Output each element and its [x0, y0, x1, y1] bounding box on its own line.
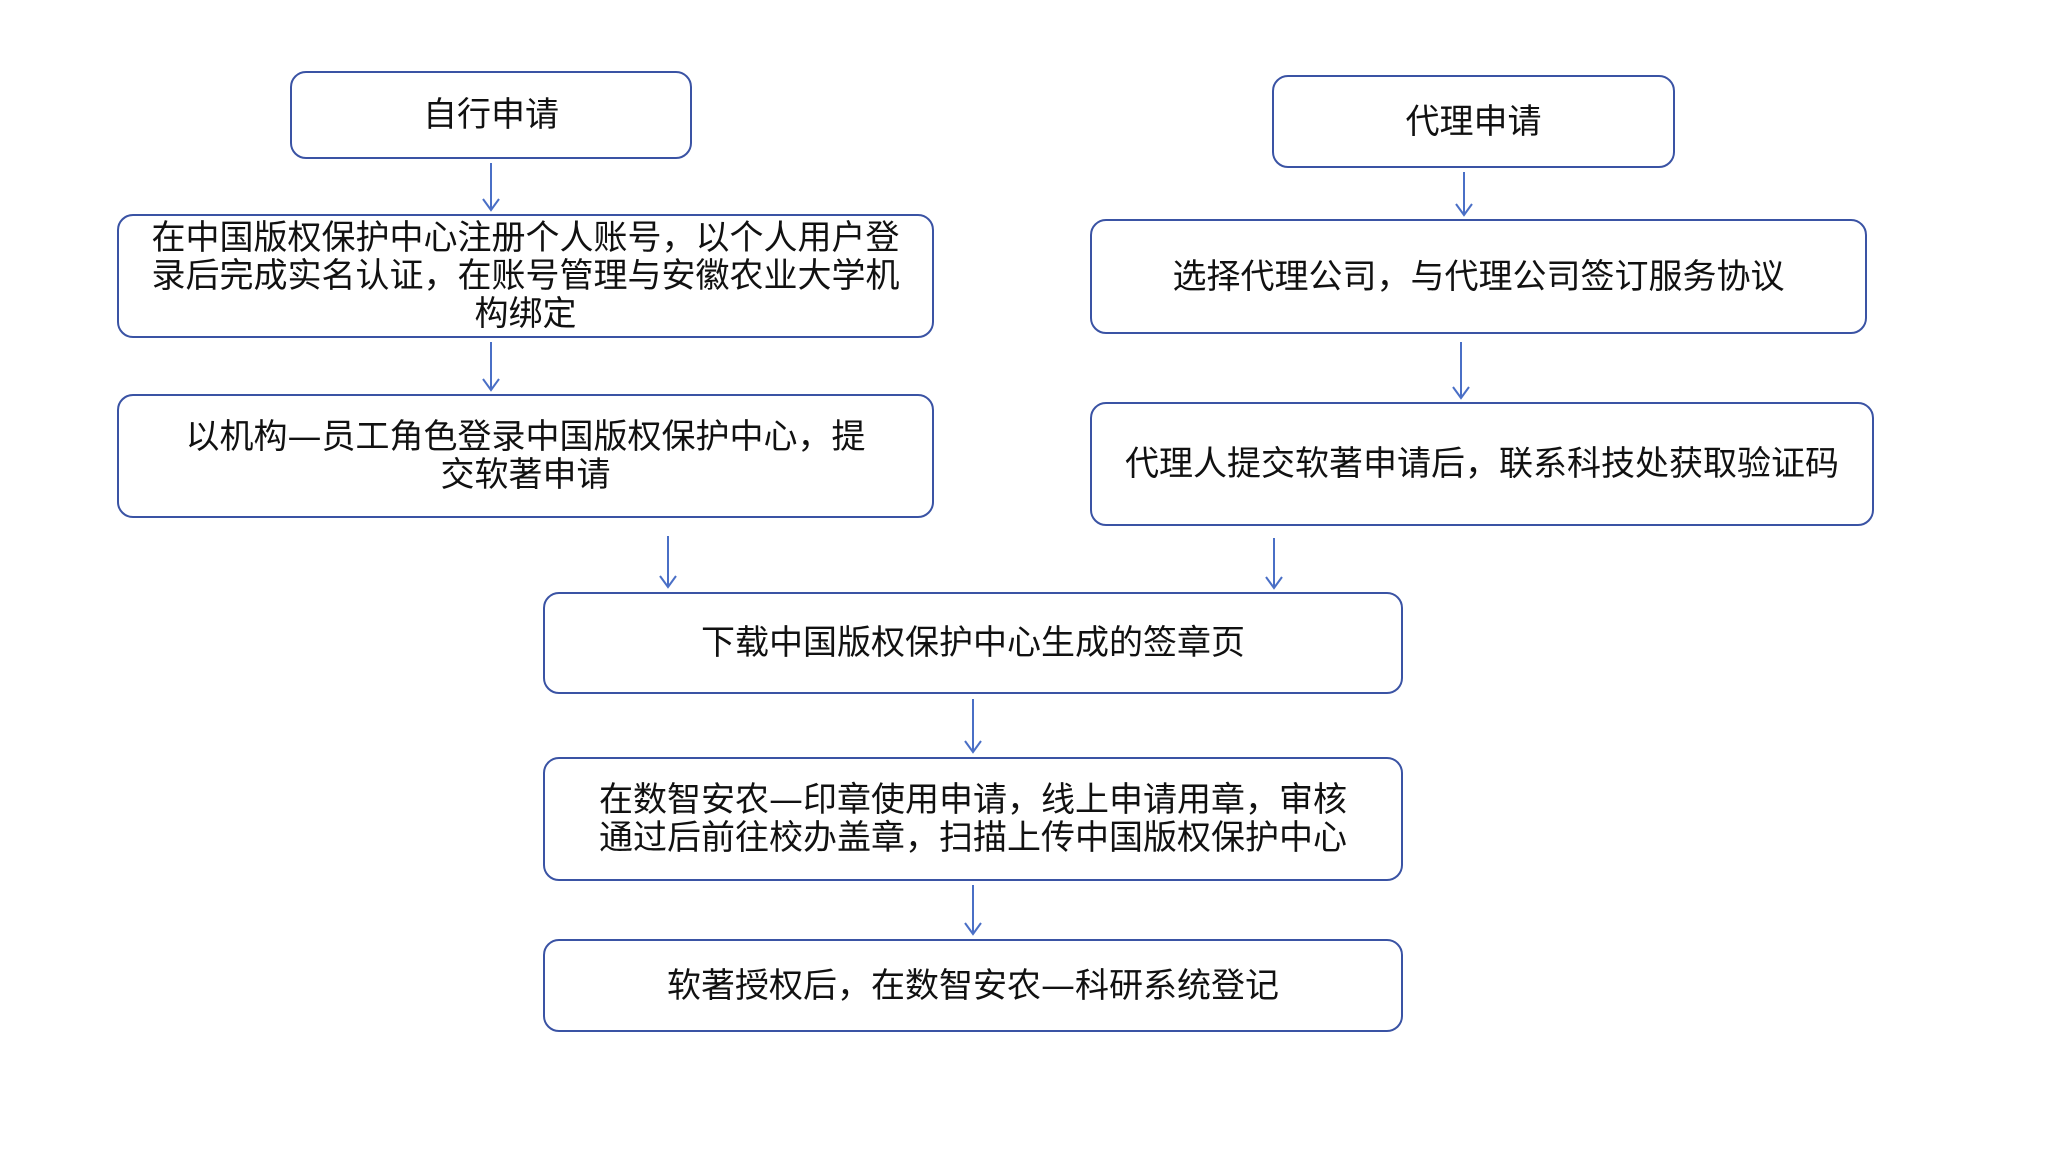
- arrow-download-to-seal: [964, 699, 982, 754]
- system-register-label: 软著授权后，在数智安农—科研系统登记: [667, 965, 1279, 1006]
- arrow-submit-to-download: [1265, 538, 1283, 590]
- register-account-label: 在中国版权保护中心注册个人账号，以个人用户登录后完成实名认证，在账号管理与安徽农…: [151, 218, 900, 334]
- arrow-seal-to-register: [964, 885, 982, 936]
- agent-apply-label: 代理申请: [1405, 101, 1542, 142]
- seal-application-label: 在数智安农—印章使用申请，线上申请用章，审核通过后前往校办盖章，扫描上传中国版权…: [599, 780, 1347, 858]
- register-account-box: 在中国版权保护中心注册个人账号，以个人用户登录后完成实名认证，在账号管理与安徽农…: [117, 214, 934, 338]
- agent-apply-box: 代理申请: [1272, 75, 1675, 168]
- choose-agent-box: 选择代理公司，与代理公司签订服务协议: [1090, 219, 1867, 334]
- self-apply-label: 自行申请: [423, 95, 559, 135]
- self-apply-box: 自行申请: [290, 71, 692, 159]
- download-seal-page-label: 下载中国版权保护中心生成的签章页: [701, 623, 1245, 663]
- arrow-agent-to-choose: [1455, 172, 1473, 217]
- login-submit-label: 以机构—员工角色登录中国版权保护中心，提交软著申请: [185, 417, 866, 495]
- agent-submit-label: 代理人提交软著申请后，联系科技处获取验证码: [1125, 444, 1839, 484]
- arrow-self-to-register: [482, 163, 500, 212]
- arrow-choose-to-submit: [1452, 342, 1470, 400]
- download-seal-page-box: 下载中国版权保护中心生成的签章页: [543, 592, 1403, 694]
- system-register-box: 软著授权后，在数智安农—科研系统登记: [543, 939, 1403, 1032]
- arrow-register-to-login: [482, 342, 500, 392]
- login-submit-box: 以机构—员工角色登录中国版权保护中心，提交软著申请: [117, 394, 934, 518]
- seal-application-box: 在数智安农—印章使用申请，线上申请用章，审核通过后前往校办盖章，扫描上传中国版权…: [543, 757, 1403, 881]
- choose-agent-label: 选择代理公司，与代理公司签订服务协议: [1172, 256, 1785, 297]
- agent-submit-box: 代理人提交软著申请后，联系科技处获取验证码: [1090, 402, 1874, 526]
- arrow-login-to-download: [659, 536, 677, 589]
